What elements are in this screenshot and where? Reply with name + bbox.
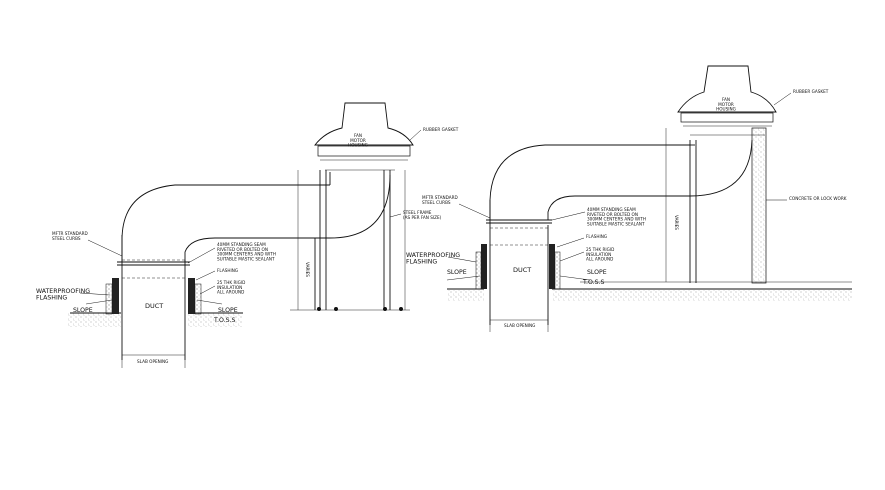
left-label-steel-frame: STEEL FRAME(AS PER FAN SIZE) [403,210,442,220]
left-label-insulation-line: 25 THK RIGID [217,280,245,285]
right-label-waterproofing-line: WATERPROOFING [406,252,460,259]
left-label-slab-opening: SLAB OPENING [137,359,168,364]
right-label-varies: VARIES [674,215,679,230]
right-label-insulation-line: 25 THK RIGID [586,247,614,252]
left-steel-frame [290,170,410,311]
left-label-fan-housing-line: HOUSING [348,143,368,148]
right-label-flashing: FLASHING [586,234,607,239]
right-label-insulation-line: INSULATION [586,252,611,257]
left-label-rubber-gasket: RUBBER GASKET [423,127,459,132]
left-label-insulation-line: INSULATION [217,285,242,290]
left-label-steel-frame-line: STEEL FRAME [403,210,432,215]
right-label-slope-left-line: SLOPE [447,269,467,276]
right-concrete-support [665,127,767,284]
left-label-duct: DUCT [145,302,163,310]
left-label-toss-line: T.O.S.S [213,317,235,324]
right-label-seam-line: SUITABLE MASTIC SEALANT [587,221,645,226]
left-label-slope-left-line: SLOPE [73,307,93,314]
left-label-waterproofing-line: FLASHING [36,295,67,302]
right-label-duct-line: DUCT [513,266,531,274]
left-label-seam-line: 300MM CENTERS AND WITH [217,252,276,257]
left-duct-elbow [121,172,391,310]
right-label-slope-right: SLOPE [587,269,607,276]
right-label-toss-line: T.O.S.S [582,279,604,286]
right-label-curb-line: STEEL CURBS [422,200,451,205]
right-label-waterproofing-line: FLASHING [406,259,437,266]
right-label-rubber-gasket: RUBBER GASKET [793,89,829,94]
right-duct [486,200,552,325]
right-roof-slab [446,275,852,301]
right-label-concrete-line: CONCRETE OR LOCK WORK [789,196,847,201]
left-label-seam-line: 40MM STANDING SEAM [217,242,266,247]
left-roof-slab [68,299,243,327]
left-label-fan-housing-line: FAN [354,133,362,138]
right-label-fan-housing-line: FAN [722,97,730,102]
right-label-slab-opening-line: SLAB OPENING [504,323,535,328]
left-label-insulation-line: ALL AROUND [217,290,244,295]
right-label-fan-housing-line: HOUSING [716,107,736,112]
left-label-flashing-line: FLASHING [217,268,238,273]
right-duct-elbow [489,139,753,220]
left-curb [105,278,202,315]
right-label-slab-opening: SLAB OPENING [504,323,535,328]
left-label-duct-line: DUCT [145,302,163,310]
right-curb [475,244,561,290]
left-label-steel-frame-line: (AS PER FAN SIZE) [403,215,442,220]
left-duct [117,235,190,360]
right-fan-housing [677,65,777,136]
left-label-seam-line: SUITABLE MASTIC SEALANT [217,256,275,261]
left-slab-opening-dimension [121,350,186,368]
right-label-slope-left: SLOPE [447,269,467,276]
right-label-rubber-gasket-line: RUBBER GASKET [793,89,829,94]
right-label-varies-line: VARIES [674,215,679,230]
right-label-toss: T.O.S.S [582,279,604,286]
right-label-seam-line: 40MM STANDING SEAM [587,207,636,212]
right-label-seam-line: 300MM CENTERS AND WITH [587,217,646,222]
left-label-flashing: FLASHING [217,268,238,273]
right-label-fan-housing-line: MOTOR [718,102,734,107]
left-label-varies-line: VARIES [305,262,310,277]
right-label-slope-right-line: SLOPE [587,269,607,276]
left-label-fan-housing-line: MOTOR [350,138,366,143]
left-label-varies: VARIES [305,262,310,277]
left-label-rubber-gasket-line: RUBBER GASKET [423,127,459,132]
left-label-curb-line: STEEL CURBS [52,236,81,241]
right-label-duct: DUCT [513,266,531,274]
right-label-seam-line: RIVETED OR BOLTED ON [587,212,638,217]
left-label-slope-left: SLOPE [73,307,93,314]
right-label-concrete: CONCRETE OR LOCK WORK [789,196,847,201]
left-label-seam-line: RIVETED OR BOLTED ON [217,247,268,252]
left-label-curb-line: MFTR STANDARD [52,231,88,236]
right-label-flashing-line: FLASHING [586,234,607,239]
left-label-waterproofing-line: WATERPROOFING [36,288,90,295]
left-label-slope-right-line: SLOPE [218,307,238,314]
right-label-curb-line: MFTR STANDARD [422,195,458,200]
right-label-insulation-line: ALL AROUND [586,257,613,262]
left-label-slope-right: SLOPE [218,307,238,314]
left-label-slab-opening-line: SLAB OPENING [137,359,168,364]
left-fan-housing [314,102,414,171]
right-slab-opening-dimension [489,315,549,332]
left-label-toss: T.O.S.S [213,317,235,324]
